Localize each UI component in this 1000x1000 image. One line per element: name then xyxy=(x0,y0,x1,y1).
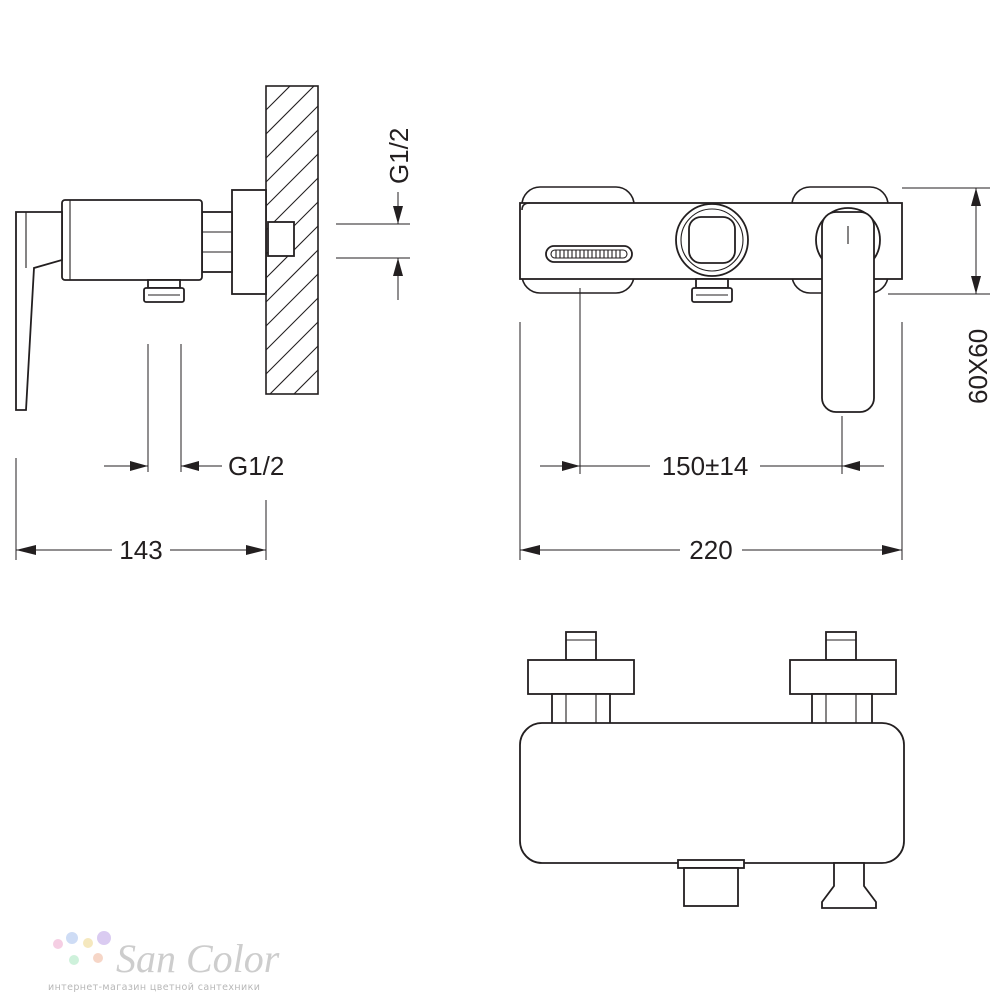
center-cap xyxy=(675,203,749,277)
hex-fitting xyxy=(201,211,233,273)
logo-dot xyxy=(93,953,103,963)
diverter-grip-lines xyxy=(555,250,621,258)
width-dimension: 220 xyxy=(519,322,903,565)
outlet-top xyxy=(677,859,745,907)
wall-hatching xyxy=(266,86,318,394)
center-distance-label: 150±14 xyxy=(662,451,749,481)
brand-name: San Color xyxy=(116,936,280,981)
inlet-thread-dimension: G1/2 xyxy=(336,128,414,300)
outlet-thread-label: G1/2 xyxy=(228,451,284,481)
outlet-nut-front xyxy=(691,278,733,303)
mixer-body-top xyxy=(519,722,905,864)
width-label: 220 xyxy=(689,535,732,565)
brand-tagline: интернет-магазин цветной сантехники xyxy=(48,982,260,993)
lever-handle-front xyxy=(815,207,881,413)
logo-dot xyxy=(97,931,111,945)
wall-section xyxy=(265,85,319,395)
depth-label: 143 xyxy=(119,535,162,565)
logo-dot xyxy=(83,938,93,948)
watermark-logo: San Color интернет-магазин цветной санте… xyxy=(48,931,280,993)
inlet-thread-label: G1/2 xyxy=(384,128,414,184)
logo-dot xyxy=(69,955,79,965)
lever-handle-side xyxy=(15,211,63,411)
outlet-nut-side xyxy=(143,279,185,303)
wall-flange xyxy=(231,189,267,295)
center-distance-dimension: 150±14 xyxy=(540,288,884,481)
logo-dot xyxy=(66,932,78,944)
outlet-thread-dimension: G1/2 xyxy=(104,451,284,481)
section-label: 60X60 xyxy=(963,329,993,404)
side-view: G1/2 143 G1/2 xyxy=(15,85,414,565)
mixer-body-side xyxy=(61,199,203,281)
top-view xyxy=(519,631,905,909)
section-dimension: 60X60 xyxy=(888,187,993,404)
depth-dimension: 143 xyxy=(15,458,267,565)
diverter-slot xyxy=(545,245,633,263)
front-view: 60X60 150±14 220 xyxy=(519,186,993,565)
left-connector xyxy=(527,631,635,725)
lever-handle-top xyxy=(821,862,877,909)
logo-dot xyxy=(53,939,63,949)
right-connector xyxy=(789,631,897,725)
